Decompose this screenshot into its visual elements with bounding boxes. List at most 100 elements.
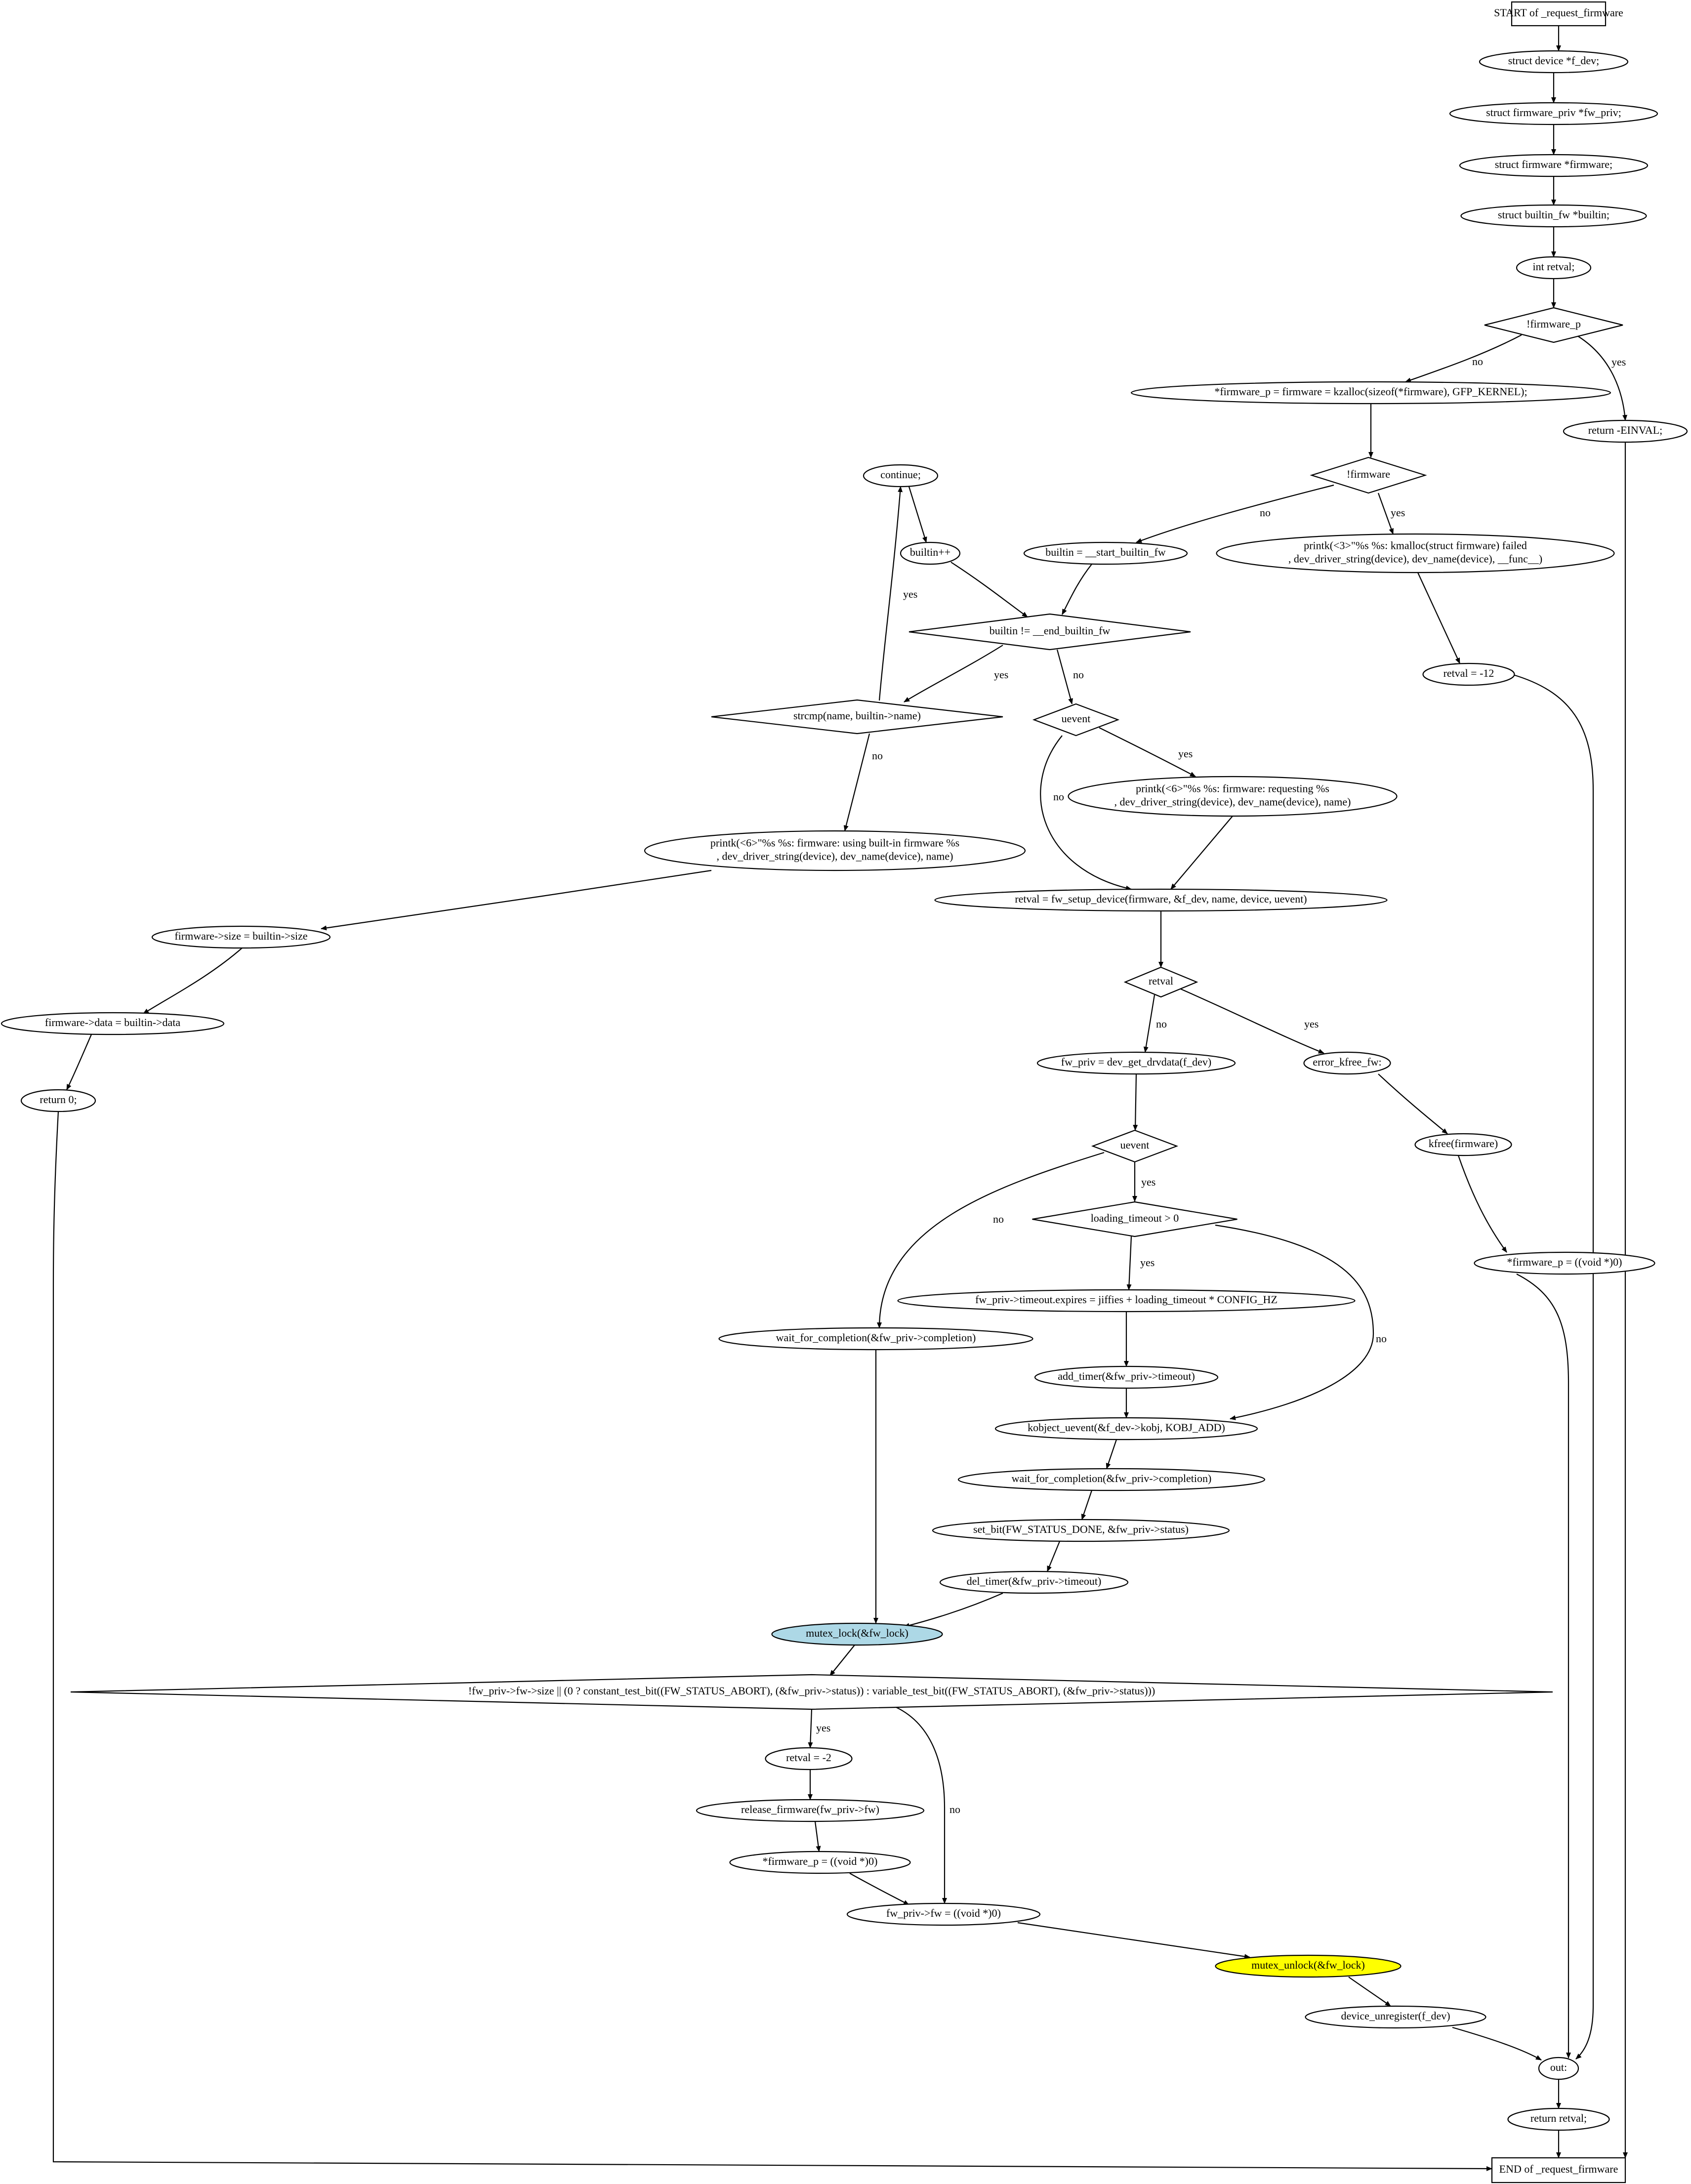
node-n_mutex_unlock: mutex_unlock(&fw_lock) [1215,1954,1402,1978]
edge-label-yes: yes [1304,1018,1319,1030]
node-n_return0: return 0; [20,1089,96,1113]
edge-label-no: no [949,1803,960,1815]
node-label: !fw_priv->fw->size || (0 ? constant_test… [468,1685,1155,1697]
edge-d_fwsize-to-n_retval_2 [808,1709,813,1748]
node-label: *firmware_p = ((void *)0) [1507,1256,1622,1268]
node-n_wait2: wait_for_completion(&fw_priv->completion… [957,1468,1266,1491]
node-label: fw_priv->timeout.expires = jiffies + loa… [975,1293,1278,1306]
process-ellipse [939,1570,1129,1594]
edge-n_del_timer-to-n_mutex_lock [904,1592,1003,1628]
node-label: return -EINVAL; [1588,424,1663,436]
decision-diamond [711,699,1003,735]
process-ellipse [1538,2057,1579,2080]
process-ellipse [696,1799,925,1822]
node-n_builtinpp: builtin++ [900,541,961,565]
edge-label-no: no [1156,1018,1167,1030]
decision-diamond [70,1674,1553,1710]
edge-d_retval-to-n_drvdata [1143,994,1155,1053]
node-n_mutex_lock: mutex_lock(&fw_lock) [771,1622,943,1646]
process-ellipse [1563,419,1688,443]
edge-d_builtin_end-to-d_strcmp [904,645,1003,702]
node-label: fw_priv = dev_get_drvdata(f_dev) [1061,1056,1211,1068]
edge-n_fwp_null2-to-n_fw_null [849,1873,909,1905]
node-label: *firmware_p = ((void *)0) [763,1855,878,1867]
edge-label-yes: yes [816,1722,830,1734]
node-box [1491,2157,1626,2184]
process-ellipse [765,1747,853,1771]
edge-d_loading-to-n_timeout_exp [1126,1236,1132,1290]
node-label: printk(<6>"%s %s: firmware: using built-… [710,837,959,849]
edge-d_firmware-to-n_printk_kmalloc [1377,493,1394,535]
node-label: mutex_unlock(&fw_lock) [1251,1959,1365,1971]
edge-n_size-to-n_data [143,948,243,1014]
node-label: strcmp(name, builtin->name) [793,709,921,722]
edge-n_release-to-n_fwp_null2 [814,1821,821,1852]
edge-d_firmware-to-n_start_builtin [1136,484,1334,543]
node-label: wait_for_completion(&fw_priv->completion… [1012,1472,1212,1484]
node-n_retval_12: retval = -12 [1422,662,1515,686]
edge-label-yes: yes [903,588,917,600]
node-start: START of _request_firmware [1494,1,1623,27]
node-n_add_timer: add_timer(&fw_priv->timeout) [1034,1365,1219,1389]
edge-label-no: no [1260,506,1271,519]
node-d_loading: loading_timeout > 0 [1032,1201,1237,1237]
node-label: firmware->data = builtin->data [45,1016,180,1029]
node-n_einval: return -EINVAL; [1563,419,1688,443]
edge-d_uevent1-to-n_setup [1040,735,1132,891]
node-n_fdev: struct device *f_dev; [1479,50,1629,74]
process-ellipse [900,541,961,565]
edge-d_fwsize-to-n_fw_null [889,1703,947,1904]
node-n_fwpriv: struct firmware_priv *fw_priv; [1449,102,1658,125]
node-n_return_retval: return retval; [1507,2107,1610,2131]
process-ellipse [1034,1365,1219,1389]
edge-n_kobject-to-n_wait2 [1106,1439,1117,1469]
node-label: builtin++ [910,546,950,558]
edge-n_continue-to-n_builtinpp [908,486,927,543]
node-n_firmware: struct firmware *firmware; [1459,154,1649,177]
node-label: firmware->size = builtin->size [174,930,307,942]
node-label: struct builtin_fw *builtin; [1498,208,1609,221]
node-n_retval: int retval; [1516,256,1592,280]
process-ellipse [1460,204,1647,228]
node-d_retval: retval [1123,966,1198,998]
process-ellipse [644,830,1026,871]
node-n_out: out: [1538,2057,1579,2080]
decision-diamond [1484,307,1623,343]
node-label: , dev_driver_string(device), dev_name(de… [1288,553,1542,565]
node-label: struct firmware_priv *fw_priv; [1486,106,1621,119]
node-label: loading_timeout > 0 [1091,1212,1179,1224]
node-label: return 0; [40,1093,77,1106]
node-n_error_kfree: error_kfree_fw: [1303,1051,1391,1075]
edge-d_retval-to-n_error_kfree [1180,988,1324,1054]
node-label: builtin = __start_builtin_fw [1045,546,1166,558]
edge-d_strcmp-to-n_continue [878,486,903,701]
edge-label-no: no [1376,1332,1387,1345]
process-ellipse [1305,2005,1486,2029]
node-label: retval = -2 [786,1751,831,1764]
edge-d_uevent2-to-n_wait1 [877,1152,1105,1328]
process-ellipse [1459,154,1649,177]
edge-d_builtin_end-to-d_uevent1 [1056,649,1073,704]
process-ellipse [863,464,939,488]
node-label: mutex_lock(&fw_lock) [806,1627,908,1639]
node-label: retval [1149,975,1173,987]
edge-label-no: no [1073,668,1084,681]
decision-diamond [1091,1129,1179,1163]
node-label: kobject_uevent(&f_dev->kobj, KOBJ_ADD) [1028,1421,1225,1434]
process-ellipse [0,1012,225,1035]
edge-n_kfree-to-n_fwp_null1 [1457,1155,1507,1253]
node-label: fw_priv->fw = ((void *)0) [886,1907,1001,1919]
node-box [1511,1,1607,27]
node-label: printk(<3>"%s %s: kmalloc(struct firmwar… [1304,539,1527,552]
process-ellipse [1215,1954,1402,1978]
decision-diamond [1032,703,1120,737]
decision-diamond [1032,1201,1237,1237]
node-label: printk(<6>"%s %s: firmware: requesting %… [1136,783,1329,795]
node-label: uevent [1062,712,1091,725]
node-n_continue: continue; [863,464,939,488]
node-n_timeout_exp: fw_priv->timeout.expires = jiffies + loa… [897,1289,1356,1313]
process-ellipse [1068,776,1398,817]
edge-n_data-to-n_return0 [66,1034,92,1090]
edge-n_printk_kmalloc-to-n_retval_12 [1417,572,1460,664]
edge-label-no: no [1472,355,1483,368]
